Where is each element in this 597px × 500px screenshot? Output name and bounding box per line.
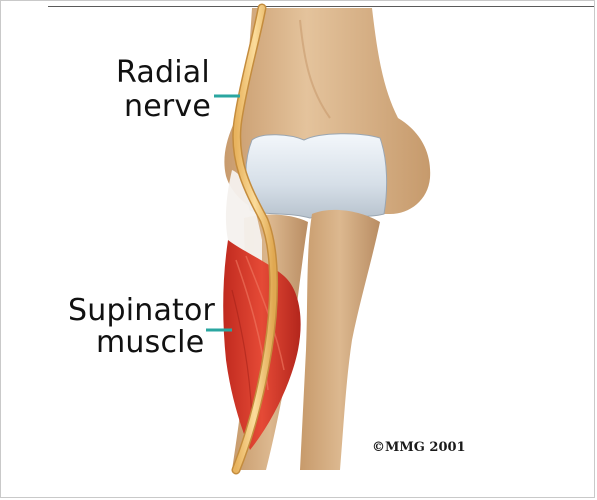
radial-nerve-label-line2: nerve: [124, 92, 211, 122]
cartilage-surface: [246, 134, 387, 218]
supinator-muscle-label-line2: muscle: [96, 328, 204, 358]
ulna-bone: [300, 210, 380, 470]
radial-nerve-label-line1: Radial: [116, 58, 210, 88]
supinator-muscle-label-line1: Supinator: [68, 296, 215, 326]
copyright-notice: ©MMG 2001: [372, 440, 466, 455]
